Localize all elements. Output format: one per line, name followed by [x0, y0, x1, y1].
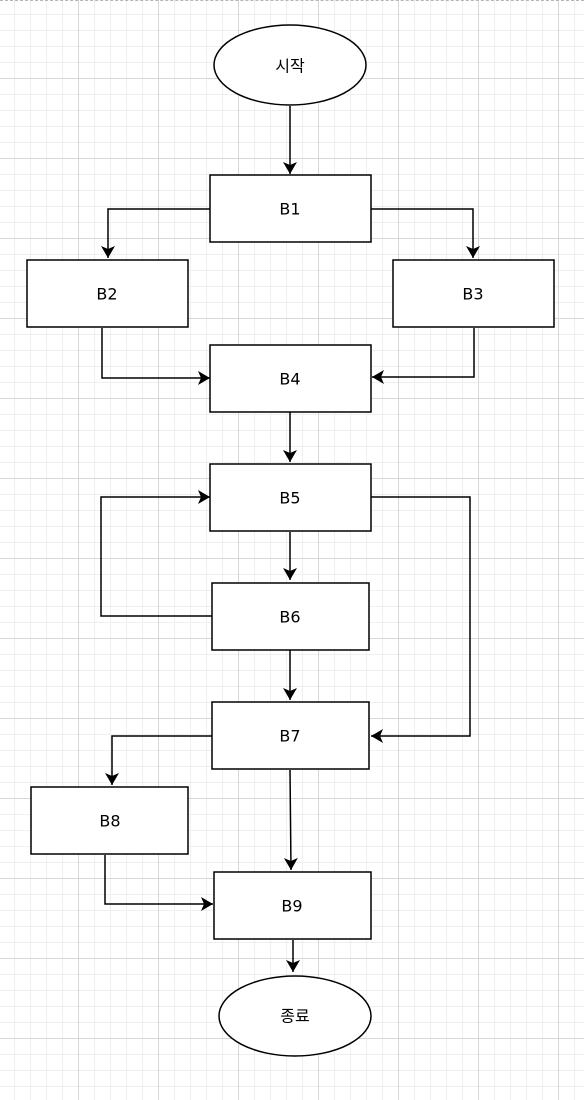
b3-box: [392, 259, 555, 328]
b9-box: [213, 871, 372, 940]
node-label: B7: [279, 727, 300, 746]
node-label: B3: [462, 285, 483, 304]
edge-b7-b8: [105, 735, 215, 785]
b6-box: [211, 582, 370, 651]
canvas-top-edge: [0, 0, 584, 1]
node-label: B4: [279, 370, 300, 389]
end-ellipse: [218, 975, 372, 1057]
b4-box: [209, 344, 372, 413]
node-label: B1: [279, 200, 300, 219]
edge-b1-b3: [371, 208, 480, 258]
node-start[interactable]: 시작: [213, 24, 367, 106]
edges: [100, 106, 480, 972]
node-b1[interactable]: B1: [209, 174, 372, 243]
node-b7[interactable]: B7: [211, 701, 370, 770]
node-label: B9: [281, 897, 302, 916]
edge-b7-b9: [283, 769, 298, 871]
node-label: 시작: [275, 57, 305, 76]
node-b8[interactable]: B8: [30, 786, 189, 855]
start-ellipse: [213, 24, 367, 106]
node-b4[interactable]: B4: [209, 344, 372, 413]
node-label: B8: [99, 812, 120, 831]
node-b5[interactable]: B5: [209, 463, 372, 532]
edge-b6-b5: [100, 490, 212, 617]
edge-b2-b4: [101, 328, 210, 385]
b1-box: [209, 174, 372, 243]
node-b9[interactable]: B9: [213, 871, 372, 940]
b5-box: [209, 463, 372, 532]
edge-b8-b9: [104, 855, 213, 911]
node-label: B2: [96, 285, 117, 304]
node-b6[interactable]: B6: [211, 582, 370, 651]
node-b2[interactable]: B2: [26, 259, 189, 328]
node-end[interactable]: 종료: [218, 975, 372, 1057]
b2-box: [26, 259, 189, 328]
node-label: B6: [279, 608, 300, 627]
edge-b5-b7: [371, 496, 471, 743]
node-label: B5: [279, 489, 300, 508]
b7-box: [211, 701, 370, 770]
node-label: 종료: [280, 1007, 309, 1026]
node-b3[interactable]: B3: [392, 259, 555, 328]
edge-b3-b4: [372, 328, 475, 384]
b8-box: [30, 786, 189, 855]
edge-b1-b2: [101, 208, 210, 258]
